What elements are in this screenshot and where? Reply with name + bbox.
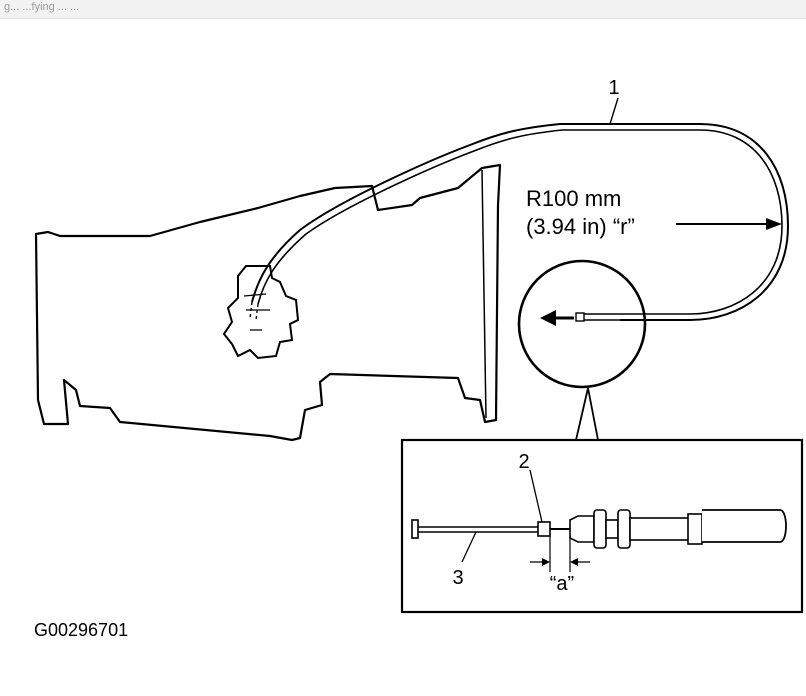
pull-arrowhead xyxy=(540,310,556,326)
detail-body-mid xyxy=(605,519,619,539)
detail-leader xyxy=(575,387,599,441)
detail-end-stop xyxy=(411,519,419,539)
cable-end-in-circle xyxy=(584,313,620,321)
cable-end-dashed xyxy=(249,301,259,321)
detail-nut-1 xyxy=(593,509,607,549)
detail-threaded-body xyxy=(569,515,595,543)
callout-2-leader xyxy=(529,469,543,523)
radius-arrowhead xyxy=(766,218,782,230)
detail-sleeve-cap xyxy=(687,513,703,545)
figure-id: G00296701 xyxy=(34,620,129,640)
cable-inner-line xyxy=(257,129,783,315)
callout-3-label: 3 xyxy=(452,567,463,589)
radius-label-line2: (3.94 in) “r” xyxy=(526,214,635,239)
callout-3-leader xyxy=(461,531,477,563)
header-fragment: g... ...fying ... ... xyxy=(4,1,80,13)
detail-sleeve-collar xyxy=(537,521,551,537)
dim-a-arrowhead-left xyxy=(542,558,550,566)
cable-outer-line xyxy=(251,123,790,321)
callout-1-label: 1 xyxy=(608,77,619,99)
dim-a-arrowhead-right xyxy=(570,558,578,566)
cable-end-fitting xyxy=(575,312,585,322)
detail-nut-2 xyxy=(617,509,631,549)
callout-2-label: 2 xyxy=(518,451,529,473)
detail-outer-cable xyxy=(702,509,787,543)
radius-label-line1: R100 mm xyxy=(526,186,621,211)
transmission-housing xyxy=(34,163,502,442)
housing-inner-edge xyxy=(481,169,487,419)
top-text-strip: g... ...fying ... ... xyxy=(0,0,806,19)
callout-1-leader xyxy=(609,97,619,125)
magnifier-circle xyxy=(517,259,647,389)
actuator-block xyxy=(222,265,300,360)
dimension-a-label: “a” xyxy=(550,573,574,595)
